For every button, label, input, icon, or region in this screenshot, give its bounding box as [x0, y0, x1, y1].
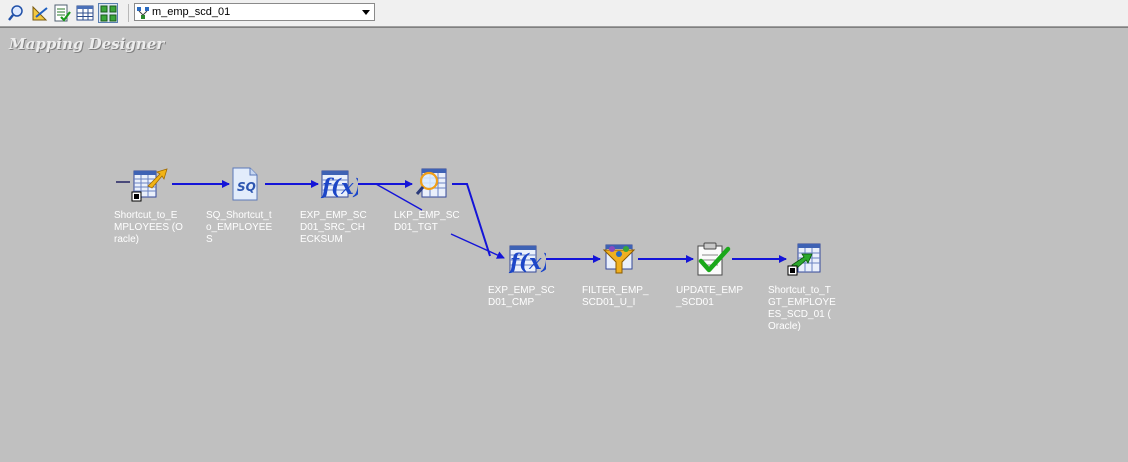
expression-cmp-label: EXP_EMP_SC D01_CMP: [488, 285, 555, 308]
expression-icon: f(x): [506, 241, 546, 277]
mapping-select[interactable]: m_emp_scd_01: [134, 3, 375, 21]
toolbar-separator: [128, 4, 129, 22]
filter-label: FILTER_EMP_ SCD01_U_I: [582, 285, 649, 308]
update-strategy-label: UPDATE_EMP _SCD01: [676, 285, 744, 308]
lookup-icon: [414, 166, 452, 202]
svg-text:SQ: SQ: [237, 180, 256, 194]
mapping-designer-toolbar: m_emp_scd_01: [0, 0, 1128, 27]
target-definition-icon: [786, 241, 826, 277]
validate-icon[interactable]: [52, 3, 72, 23]
expression-checksum-label: EXP_EMP_SC D01_SRC_CH ECKSUM: [300, 210, 367, 245]
table-view-icon[interactable]: [75, 3, 95, 23]
chevron-down-icon[interactable]: [358, 4, 374, 20]
mapping-designer-workspace[interactable]: Mapping Designer: [0, 27, 1128, 462]
source-qualifier-icon: SQ: [230, 166, 260, 202]
source-definition-label: Shortcut_to_E MPLOYEES (O racle): [114, 210, 183, 245]
svg-text:f(x): f(x): [320, 174, 358, 199]
link-lkp-to-exp-cmp: [452, 183, 491, 257]
arrange-icon[interactable]: [6, 3, 26, 23]
propagate-icon[interactable]: [30, 3, 50, 23]
svg-text:f(x): f(x): [508, 249, 546, 274]
filter-icon: [600, 241, 638, 277]
source-qualifier-label: SQ_Shortcut_t o_EMPLOYEE S: [206, 210, 273, 245]
link-exp-checksum-to-exp-cmp-2: [450, 233, 505, 259]
iconize-icon[interactable]: [98, 3, 118, 23]
link-exp-checksum-to-exp-cmp: [375, 183, 423, 211]
mapping-icon: [137, 6, 149, 19]
source-definition-icon: [130, 166, 168, 202]
update-strategy-icon: [692, 241, 732, 277]
mapping-links: [116, 180, 787, 263]
expression-icon: f(x): [318, 166, 358, 202]
mapping-select-value: m_emp_scd_01: [152, 6, 231, 18]
target-definition-label: Shortcut_to_T GT_EMPLOYE ES_SCD_01 ( Ora…: [768, 285, 836, 332]
lookup-label: LKP_EMP_SC D01_TGT: [394, 210, 460, 233]
workspace-title: Mapping Designer: [9, 35, 165, 53]
